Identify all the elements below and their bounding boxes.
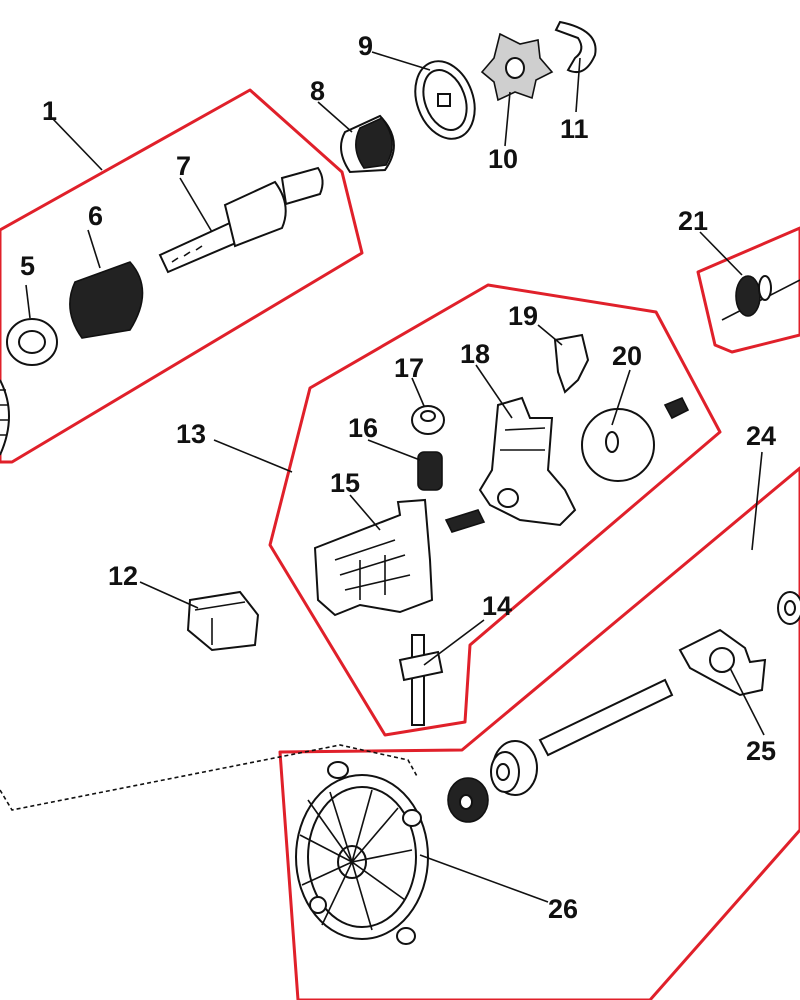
part-15-bracket — [313, 498, 434, 617]
part-screw-15 — [444, 509, 486, 533]
part-17-bushing — [411, 405, 445, 435]
part-pulley — [490, 740, 538, 796]
group-outline-1 — [0, 88, 364, 464]
part-18-lever — [478, 396, 577, 527]
part-shaft-long — [538, 678, 674, 757]
part-8-worm-gear — [340, 114, 395, 174]
callout-9: 9 — [358, 31, 373, 61]
part-gear-edge — [0, 379, 10, 456]
part-20-cam — [581, 408, 655, 482]
part-25-bracket — [678, 628, 767, 697]
leader-lines — [25, 51, 765, 903]
part-5-bearing — [6, 318, 58, 366]
callout-16: 16 — [348, 413, 378, 443]
callout-19: 19 — [508, 301, 538, 331]
part-10-star-coupling — [480, 32, 554, 102]
part-screw-20 — [663, 396, 690, 420]
callout-6: 6 — [88, 201, 103, 231]
part-small-gear — [447, 777, 489, 823]
part-11-clip — [554, 20, 597, 74]
part-16-spring — [417, 451, 443, 491]
callout-25: 25 — [746, 736, 776, 766]
callout-14: 14 — [482, 591, 512, 621]
part-9-disc — [414, 60, 476, 140]
group-outline-21 — [696, 226, 800, 354]
dashed-link-line — [0, 744, 419, 811]
part-26-housing-cover — [295, 761, 429, 945]
callout-12: 12 — [108, 561, 138, 591]
callout-26: 26 — [548, 894, 578, 924]
group-outline-24 — [278, 466, 800, 1000]
callout-7: 7 — [176, 151, 191, 181]
callout-24: 24 — [746, 421, 776, 451]
part-7-shaft — [158, 166, 324, 274]
callout-15: 15 — [330, 468, 360, 498]
callout-13: 13 — [176, 419, 206, 449]
callout-17: 17 — [394, 353, 424, 383]
callout-11: 11 — [560, 114, 589, 144]
callout-20: 20 — [612, 341, 642, 371]
callout-1: 1 — [42, 96, 57, 126]
part-21-gear-shaft — [721, 275, 800, 321]
part-14-pin — [398, 634, 444, 726]
callout-21: 21 — [678, 206, 708, 236]
callout-10: 10 — [488, 144, 518, 174]
part-6-rotor — [69, 261, 144, 339]
part-12-switch — [186, 590, 260, 652]
part-19-clip — [553, 333, 590, 394]
callout-5: 5 — [20, 251, 35, 281]
part-bushing-right — [777, 591, 800, 625]
group-outline-13 — [268, 283, 722, 737]
callout-8: 8 — [310, 76, 325, 106]
callout-18: 18 — [460, 339, 490, 369]
